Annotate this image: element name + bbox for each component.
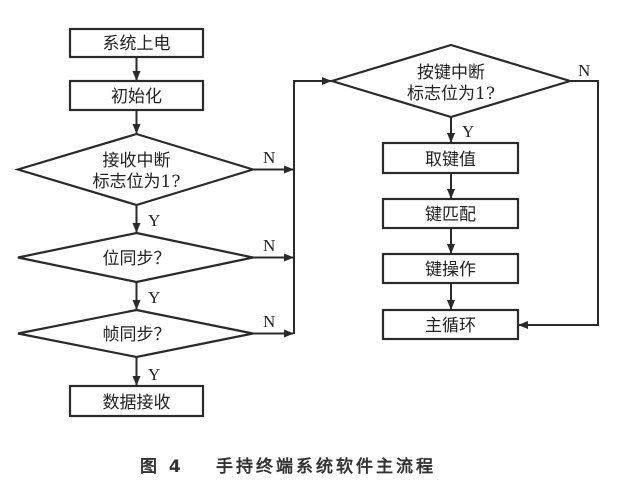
node-main-loop-label: 主循环 [425,316,476,336]
edge-label-no-4: N [578,61,590,80]
node-data-recv-label: 数据接收 [103,393,171,413]
edge-label-no-1: N [263,148,275,167]
edge-label-yes-3: Y [148,365,160,384]
node-power-on-label: 系统上电 [103,34,171,54]
node-recv-interrupt: 接收中断 标志位为1? [14,132,257,207]
node-recv-interrupt-label-2: 标志位为1? [93,172,181,192]
node-key-op: 键操作 [381,252,520,285]
node-init-label: 初始化 [111,87,162,107]
node-key-interrupt-label-1: 按键中断 [417,63,485,83]
node-power-on: 系统上电 [68,27,205,59]
edge-connector-to-key-interrupt [293,77,332,334]
node-key-match-label: 键匹配 [425,205,476,225]
caption-figure-number: 图 4 [140,457,184,477]
node-key-match: 键匹配 [381,197,520,230]
node-key-interrupt-label-2: 标志位为1? [407,84,495,104]
node-frame-sync: 帧同步？ [17,308,254,359]
node-main-loop: 主循环 [381,308,520,341]
node-frame-sync-label: 帧同步？ [103,325,171,345]
node-bit-sync-label: 位同步？ [103,249,171,269]
node-get-key-label: 取键值 [425,150,476,170]
node-recv-interrupt-label-1: 接收中断 [103,151,171,171]
node-init: 初始化 [68,79,205,112]
node-get-key: 取键值 [381,141,520,175]
edge-label-yes-2: Y [148,288,160,307]
edge-key-interrupt-no [518,80,599,329]
node-key-interrupt: 按键中断 标志位为1? [328,43,574,119]
edge-label-no-3: N [263,312,275,331]
edge-label-yes-4: Y [462,122,474,141]
edge-label-no-2: N [263,236,275,255]
node-bit-sync: 位同步？ [17,231,254,284]
node-key-op-label: 键操作 [425,260,476,280]
caption-title: 手持终端系统软件主流程 [216,456,436,477]
edge-label-yes-1: Y [148,211,160,230]
node-data-recv: 数据接收 [68,384,205,418]
